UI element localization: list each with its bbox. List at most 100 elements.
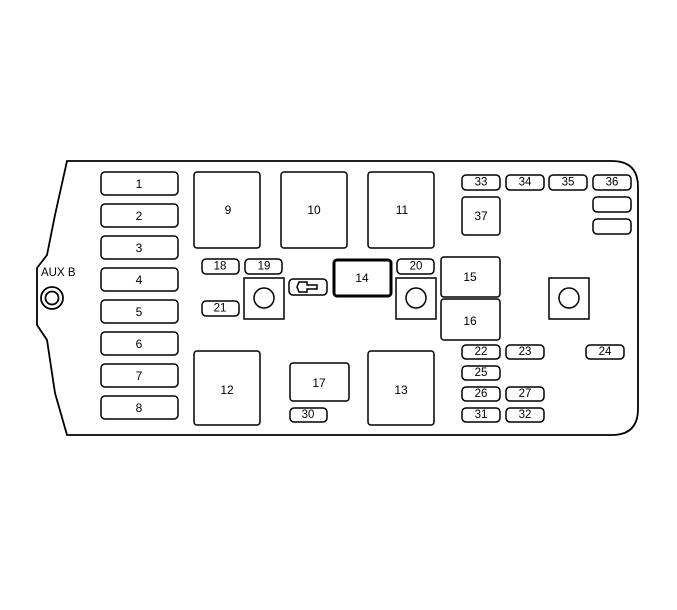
fuse-18: 18 bbox=[201, 258, 240, 275]
fuse-22-shape bbox=[461, 344, 501, 360]
fuse-2: 2 bbox=[100, 203, 179, 228]
relay-14: 14 bbox=[332, 258, 393, 298]
aux-b-stud bbox=[40, 286, 64, 310]
fuse-28-shape bbox=[289, 407, 328, 423]
relay-13-shape bbox=[367, 350, 435, 426]
relay-17-label: 17 bbox=[312, 376, 326, 390]
fuse-1: 1 bbox=[100, 171, 179, 196]
fuse-34: 36 bbox=[592, 174, 632, 191]
relay-37-label: 37 bbox=[474, 209, 488, 223]
fuse-3-label: 3 bbox=[136, 241, 143, 255]
fuse-29: 31 bbox=[461, 407, 501, 423]
relay-16-label: 16 bbox=[463, 314, 477, 328]
fuse-24-shape bbox=[585, 344, 625, 360]
fuse-8-label: 8 bbox=[136, 401, 143, 415]
fuse-21: 21 bbox=[201, 300, 240, 317]
fuse-6-label: 6 bbox=[136, 337, 143, 351]
relay-10: 10 bbox=[280, 171, 348, 249]
fuse-4: 4 bbox=[100, 267, 179, 292]
fuse-33-label: 35 bbox=[562, 177, 575, 189]
fuse-36-shape bbox=[592, 218, 632, 235]
aux-b-label: AUX B bbox=[41, 267, 76, 279]
relay-9: 9 bbox=[193, 171, 261, 249]
fuse-21-shape bbox=[201, 300, 240, 317]
fuse-8: 8 bbox=[100, 395, 179, 420]
fuse-26-shape bbox=[461, 386, 501, 402]
fuse-25-shape bbox=[461, 365, 501, 381]
stud-right bbox=[548, 277, 590, 320]
stud-left-shape bbox=[253, 287, 275, 309]
relay-11-shape bbox=[367, 171, 435, 249]
fuse-20-shape bbox=[396, 258, 435, 275]
fuse-31-label: 33 bbox=[475, 177, 488, 189]
fuse-23: 23 bbox=[505, 344, 545, 360]
fuse-35 bbox=[592, 196, 632, 213]
relay-16-shape bbox=[440, 298, 501, 341]
fuse-22-label: 22 bbox=[475, 346, 488, 358]
fuse-30-label: 32 bbox=[519, 409, 532, 421]
relay-12-shape bbox=[193, 350, 261, 426]
relay-9-label: 9 bbox=[225, 203, 232, 217]
fuse-3: 3 bbox=[100, 235, 179, 260]
fuse-20-label: 20 bbox=[410, 261, 423, 273]
fuse-19: 19 bbox=[244, 258, 283, 275]
relay-17: 17 bbox=[289, 362, 350, 402]
fuse-2-shape bbox=[100, 203, 179, 228]
fuse-30-shape bbox=[505, 407, 545, 423]
fuse-18-shape bbox=[201, 258, 240, 275]
fuse-7-shape bbox=[100, 363, 179, 388]
fuse-34-shape bbox=[592, 174, 632, 191]
stud-left bbox=[243, 277, 285, 320]
fuse-4-label: 4 bbox=[136, 273, 143, 287]
fuse-puller-icon bbox=[288, 278, 328, 296]
relay-13-label: 13 bbox=[394, 383, 408, 397]
stud-right-shape bbox=[558, 287, 580, 309]
fuse-8-shape bbox=[100, 395, 179, 420]
fuse-32-label: 34 bbox=[519, 177, 532, 189]
fuse-24-label: 24 bbox=[599, 346, 612, 358]
fuse-7-label: 7 bbox=[136, 369, 143, 383]
relay-12: 12 bbox=[193, 350, 261, 426]
fuse-5-shape bbox=[100, 299, 179, 324]
relay-11-label: 11 bbox=[396, 203, 409, 217]
fuse-20: 20 bbox=[396, 258, 435, 275]
fuse-26: 26 bbox=[461, 386, 501, 402]
relay-15: 15 bbox=[440, 256, 501, 298]
fuse-35-shape bbox=[592, 196, 632, 213]
fuse-1-label: 1 bbox=[136, 177, 143, 191]
aux-b-stud-shape bbox=[44, 290, 60, 306]
fuse-23-label: 23 bbox=[519, 346, 532, 358]
fuse-5-label: 5 bbox=[136, 305, 143, 319]
fuse-6: 6 bbox=[100, 331, 179, 356]
relay-37: 37 bbox=[461, 196, 501, 236]
fuse-25-label: 25 bbox=[475, 367, 488, 379]
fuse-18-label: 18 bbox=[214, 261, 227, 273]
fuse-36 bbox=[592, 218, 632, 235]
relay-15-shape bbox=[440, 256, 501, 298]
relay-15-label: 15 bbox=[463, 270, 477, 284]
fuse-3-shape bbox=[100, 235, 179, 260]
fuse-31-shape bbox=[461, 174, 501, 191]
fuse-6-shape bbox=[100, 331, 179, 356]
relay-14-label: 14 bbox=[355, 271, 369, 285]
relay-16: 16 bbox=[440, 298, 501, 341]
fuse-26-label: 26 bbox=[475, 388, 488, 400]
relay-10-shape bbox=[280, 171, 348, 249]
fuse-22: 22 bbox=[461, 344, 501, 360]
fuse-32-shape bbox=[505, 174, 545, 191]
fuse-2-label: 2 bbox=[136, 209, 143, 223]
fuse-31: 33 bbox=[461, 174, 501, 191]
relay-11: 11 bbox=[367, 171, 435, 249]
fuse-32: 34 bbox=[505, 174, 545, 191]
fuse-33-shape bbox=[548, 174, 588, 191]
relay-14-shape bbox=[332, 258, 393, 298]
fuse-29-shape bbox=[461, 407, 501, 423]
relay-12-label: 12 bbox=[220, 383, 234, 397]
relay-10-label: 10 bbox=[307, 203, 321, 217]
fuse-puller-icon-shape bbox=[296, 281, 318, 293]
fuse-1-shape bbox=[100, 171, 179, 196]
relay-13: 13 bbox=[367, 350, 435, 426]
fuse-7: 7 bbox=[100, 363, 179, 388]
fuse-34-label: 36 bbox=[606, 177, 619, 189]
